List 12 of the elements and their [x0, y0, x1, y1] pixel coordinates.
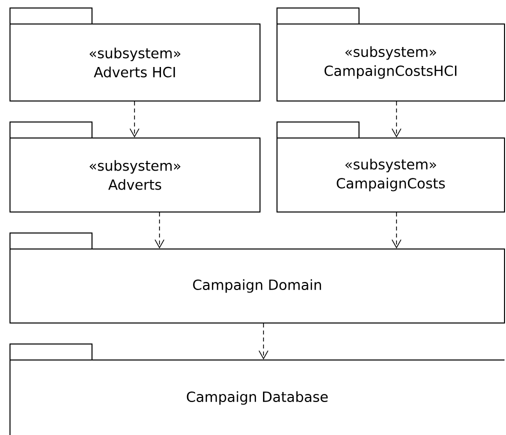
node-label: Campaign Database — [186, 391, 328, 405]
package-box: Campaign Domain — [10, 232, 505, 324]
package-box: «subsystem» CampaignCosts — [276, 122, 505, 212]
dependency-arrow — [392, 101, 402, 138]
dependency-arrow — [130, 101, 140, 138]
dependency-arrow — [154, 212, 164, 248]
package-box: «subsystem» Adverts HCI — [10, 8, 260, 102]
dependency-arrow — [392, 212, 402, 248]
package-box: «subsystem» Adverts — [10, 122, 260, 212]
dependency-arrow — [258, 323, 268, 360]
package-box: «subsystem» CampaignCostsHCI — [276, 8, 505, 102]
package-box: Campaign Database — [10, 343, 505, 435]
